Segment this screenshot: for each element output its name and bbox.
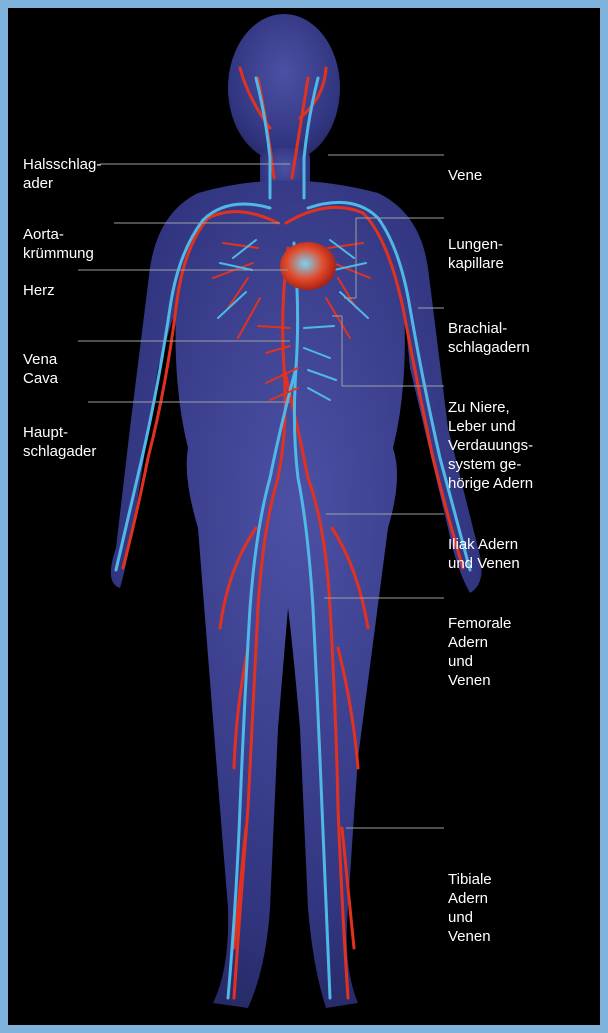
- body-silhouette: [111, 14, 482, 1008]
- label-lungenkapillare: Lungen-kapillare: [448, 216, 504, 292]
- label-brachialschlagadern: Brachial-schlagadern: [448, 300, 530, 376]
- heart-shape: [280, 242, 336, 290]
- label-vene: Vene: [448, 147, 482, 204]
- label-hauptschlagader: Haupt-schlagader: [23, 404, 96, 480]
- label-halsschlagader: Halsschlag-ader: [23, 136, 101, 212]
- diagram-frame: Halsschlag-ader Aorta-krümmung Herz Vena…: [8, 8, 600, 1025]
- label-herz: Herz: [23, 262, 55, 319]
